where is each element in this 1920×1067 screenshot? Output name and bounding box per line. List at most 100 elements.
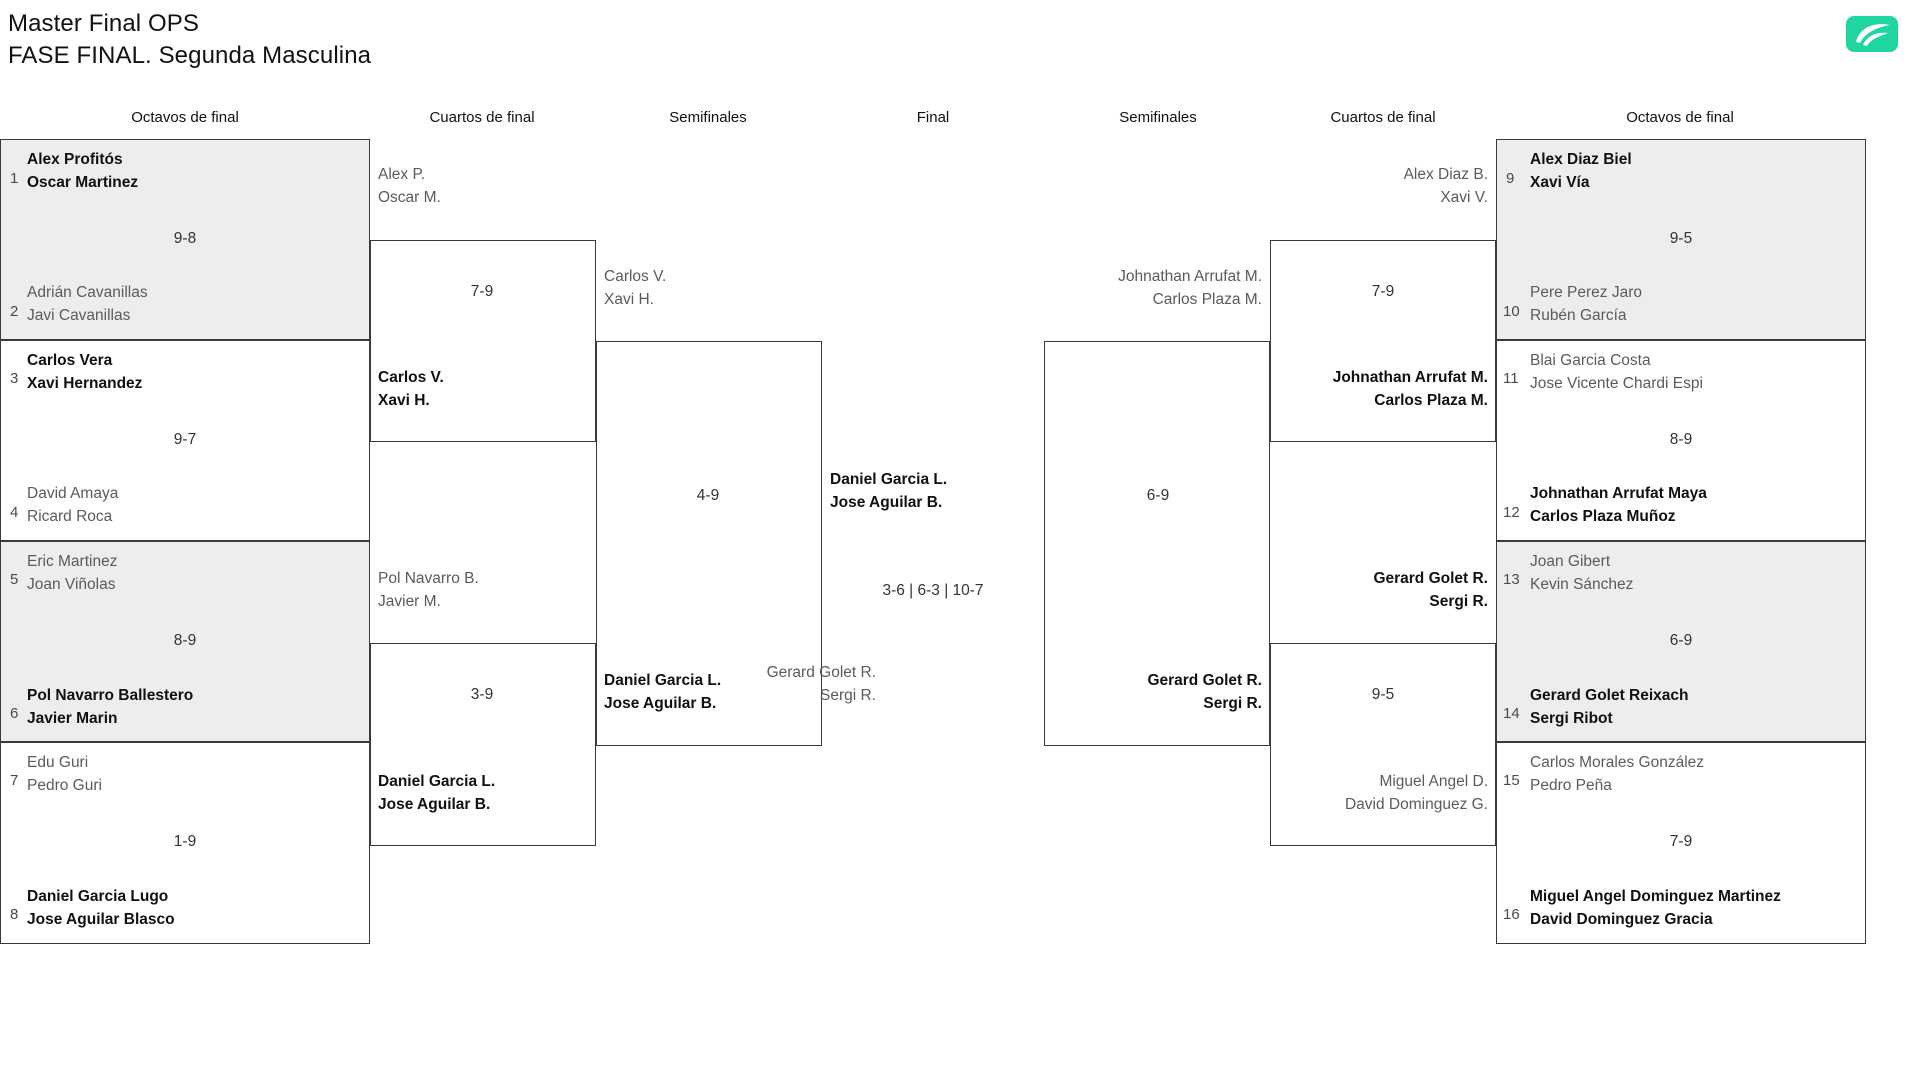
player-name: Carlos V.: [378, 369, 444, 386]
team-left-cuartos-1-top: Alex P. Oscar M.: [378, 163, 441, 209]
round-header-left-semis: Semifinales: [669, 109, 747, 126]
player-name: Alex Profitós: [27, 151, 123, 168]
team-right-octavos-3-bottom: Gerard Golet Reixach Sergi Ribot: [1530, 684, 1689, 730]
score-right-octavos-4: 7-9: [1669, 833, 1693, 850]
tournament-logo-icon: [1846, 16, 1898, 52]
score-right-octavos-3: 6-9: [1669, 632, 1693, 649]
team-right-semis-bottom: Gerard Golet R. Sergi R.: [1147, 669, 1262, 715]
player-name: Oscar Martinez: [27, 174, 139, 191]
round-header-right-cuartos: Cuartos de final: [1330, 109, 1436, 126]
player-name: Alex Diaz B.: [1403, 166, 1488, 183]
match-box-right-octavos-2[interactable]: [1496, 340, 1866, 541]
player-name: Miguel Angel D.: [1379, 773, 1488, 790]
player-name: Alex P.: [378, 166, 426, 183]
tournament-phase: FASE FINAL. Segunda Masculina: [8, 42, 372, 69]
seed-number: 12: [1503, 504, 1520, 521]
team-right-octavos-1-bottom: Pere Perez Jaro Rubén García: [1530, 281, 1642, 327]
team-final-champion: Daniel Garcia L. Jose Aguilar B.: [830, 468, 947, 514]
team-right-octavos-4-bottom: Miguel Angel Dominguez Martinez David Do…: [1530, 885, 1781, 931]
match-box-right-octavos-3[interactable]: [1496, 541, 1866, 742]
score-left-semis: 4-9: [696, 487, 720, 504]
score-right-octavos-1: 9-5: [1669, 230, 1693, 247]
team-left-octavos-2-top: Carlos Vera Xavi Hernandez: [27, 349, 142, 395]
score-right-semis: 6-9: [1146, 487, 1170, 504]
score-left-octavos-4: 1-9: [173, 833, 197, 850]
player-name: Jose Aguilar B.: [604, 695, 717, 712]
team-right-octavos-2-top: Blai Garcia Costa Jose Vicente Chardi Es…: [1530, 349, 1703, 395]
team-left-octavos-3-top: Eric Martinez Joan Viñolas: [27, 550, 117, 596]
player-name: Jose Aguilar Blasco: [27, 911, 175, 928]
player-name: Daniel Garcia L.: [378, 773, 496, 790]
player-name: Jose Aguilar B.: [378, 796, 491, 813]
player-name: Joan Viñolas: [27, 576, 116, 593]
seed-number: 6: [10, 705, 19, 722]
match-box-left-octavos-2[interactable]: [0, 340, 370, 541]
match-box-left-octavos-3[interactable]: [0, 541, 370, 742]
team-left-cuartos-1-bottom: Carlos V. Xavi H.: [378, 366, 444, 412]
team-right-octavos-1-top: Alex Diaz Biel Xavi Vía: [1530, 148, 1632, 194]
seed-number: 10: [1503, 303, 1520, 320]
team-left-octavos-4-bottom: Daniel Garcia Lugo Jose Aguilar Blasco: [27, 885, 175, 931]
match-box-left-cuartos-2[interactable]: [370, 643, 596, 846]
team-left-octavos-3-bottom: Pol Navarro Ballestero Javier Marin: [27, 684, 193, 730]
seed-number: 14: [1503, 705, 1520, 722]
seed-number: 1: [10, 170, 19, 187]
round-header-right-semis: Semifinales: [1119, 109, 1197, 126]
team-right-semis-top: Johnathan Arrufat M. Carlos Plaza M.: [1118, 265, 1262, 311]
player-name: David Dominguez G.: [1344, 796, 1488, 813]
score-left-octavos-3: 8-9: [173, 632, 197, 649]
player-name: Sergi R.: [1203, 695, 1262, 712]
player-name: Carlos Plaza Muñoz: [1530, 508, 1676, 525]
match-box-right-octavos-1[interactable]: [1496, 139, 1866, 340]
player-name: Oscar M.: [378, 189, 441, 206]
player-name: Joan Gibert: [1530, 553, 1611, 570]
score-left-octavos-2: 9-7: [173, 431, 197, 448]
player-name: Gerard Golet R.: [766, 664, 876, 681]
player-name: Jose Vicente Chardi Espi: [1530, 375, 1703, 392]
player-name: Daniel Garcia Lugo: [27, 888, 169, 905]
player-name: Gerard Golet R.: [1373, 570, 1488, 587]
score-left-cuartos-2: 3-9: [470, 686, 494, 703]
player-name: Eric Martinez: [27, 553, 118, 570]
match-box-right-cuartos-2[interactable]: [1270, 643, 1496, 846]
player-name: Carlos V.: [604, 268, 667, 285]
match-box-left-semis[interactable]: [596, 341, 822, 746]
round-header-right-octavos: Octavos de final: [1626, 109, 1734, 126]
player-name: Gerard Golet R.: [1147, 672, 1262, 689]
team-left-octavos-1-top: Alex Profitós Oscar Martinez: [27, 148, 138, 194]
page-title: Master Final OPS FASE FINAL. Segunda Mas…: [8, 8, 371, 72]
player-name: Alex Diaz Biel: [1530, 151, 1632, 168]
score-final: 3-6 | 6-3 | 10-7: [882, 582, 984, 599]
score-right-cuartos-2: 9-5: [1371, 686, 1395, 703]
team-right-cuartos-1-bottom: Johnathan Arrufat M. Carlos Plaza M.: [1333, 366, 1488, 412]
player-name: Carlos Plaza M.: [1152, 291, 1262, 308]
team-left-cuartos-2-top: Pol Navarro B. Javier M.: [378, 567, 479, 613]
seed-number: 2: [10, 303, 19, 320]
player-name: Rubén García: [1530, 307, 1627, 324]
score-left-cuartos-1: 7-9: [470, 283, 494, 300]
match-box-right-cuartos-1[interactable]: [1270, 240, 1496, 442]
match-box-right-semis[interactable]: [1044, 341, 1270, 746]
match-box-left-cuartos-1[interactable]: [370, 240, 596, 442]
player-name: Gerard Golet Reixach: [1530, 687, 1689, 704]
player-name: Xavi V.: [1440, 189, 1488, 206]
player-name: Pedro Guri: [27, 777, 102, 794]
player-name: Miguel Angel Dominguez Martinez: [1530, 888, 1781, 905]
player-name: David Dominguez Gracia: [1530, 911, 1713, 928]
seed-number: 9: [1506, 170, 1515, 187]
player-name: Johnathan Arrufat M.: [1118, 268, 1262, 285]
player-name: Edu Guri: [27, 754, 89, 771]
player-name: Carlos Morales González: [1530, 754, 1705, 771]
score-right-cuartos-1: 7-9: [1371, 283, 1395, 300]
player-name: Blai Garcia Costa: [1530, 352, 1651, 369]
tournament-name: Master Final OPS: [8, 10, 199, 37]
match-box-left-octavos-1[interactable]: [0, 139, 370, 340]
seed-number: 4: [10, 504, 19, 521]
team-right-octavos-2-bottom: Johnathan Arrufat Maya Carlos Plaza Muño…: [1530, 482, 1707, 528]
team-right-octavos-3-top: Joan Gibert Kevin Sánchez: [1530, 550, 1633, 596]
match-box-right-octavos-4[interactable]: [1496, 742, 1866, 944]
team-right-cuartos-2-bottom: Miguel Angel D. David Dominguez G.: [1345, 770, 1488, 816]
match-box-left-octavos-4[interactable]: [0, 742, 370, 944]
team-left-semis-top: Carlos V. Xavi H.: [604, 265, 666, 311]
